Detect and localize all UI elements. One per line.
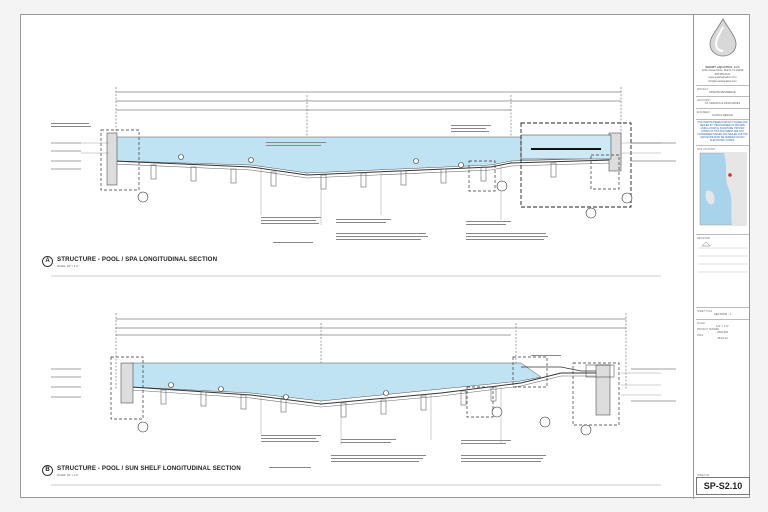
key-plan-label: SITE LOCATION [697,148,716,152]
date-value: 09.10.24 [717,337,728,341]
scale-value: 1/4" = 1'-0" [716,324,729,328]
section-b-title: STRUCTURE - POOL / SUN SHELF LONGITUDINA… [57,465,241,472]
section-b-scale: SCALE: 1/4" = 1'-0" [57,474,79,477]
sheet-number-label: SHEET NO. [697,474,710,477]
site-location-map [699,153,747,226]
section-a-marker: A [42,256,53,267]
company-address-1: 1234 Ocean Drive, Miami, FL 33139 [701,69,744,73]
sheet-title: SECTIONS - 1 [713,313,731,317]
sheet-title-label: SHEET TITLE [697,310,713,314]
water-drop-logo-icon [709,18,737,57]
company-name: SMART AQUATICS, LLC [705,65,740,69]
company-address-2: 305.555.0101 [714,72,731,76]
section-a-scale: SCALE: 1/4" = 1'-0" [57,265,79,268]
revisions-table [698,241,748,273]
date-label: DATE [697,334,704,338]
company-address-3: www.smartaquatics.com [708,76,737,80]
engineer-label: ENGINEER [697,110,710,114]
drawing-area: A STRUCTURE - POOL / SPA LONGITUDINAL SE… [21,15,693,499]
engineer-name: FLOW & DESIGN [712,113,733,117]
section-a-drawing [51,87,676,243]
digital-seal-note: THIS ITEM HAS BEEN DIGITALLY SIGNED AND … [697,122,748,143]
project-number-label: PROJECT NUMBER [697,328,720,332]
project-number: 2024-118 [717,331,728,335]
sheet-number: SP-S2.10 [696,477,750,495]
architect-name: ST. FRANCIS & ASSOCIATES [704,102,741,106]
section-b-drawing [51,313,676,468]
revisions-label: REVISIONS [697,237,711,241]
scale-label: SCALE [697,321,705,325]
section-drawings [51,87,676,486]
project-name: PRIVATE RESIDENCE [709,91,736,95]
section-a-title: STRUCTURE - POOL / SPA LONGITUDINAL SECT… [57,256,218,263]
section-b-marker: B [42,465,53,476]
architect-label: ARCHITECT [697,99,711,103]
title-block: SMART AQUATICS, LLC 1234 Ocean Drive, Mi… [693,15,751,499]
project-label: PROJECT [697,88,709,92]
drawing-sheet: A STRUCTURE - POOL / SPA LONGITUDINAL SE… [20,14,751,499]
site-location-pin-icon [728,173,732,178]
company-address-4: info@smartaquatics.com [708,79,737,83]
